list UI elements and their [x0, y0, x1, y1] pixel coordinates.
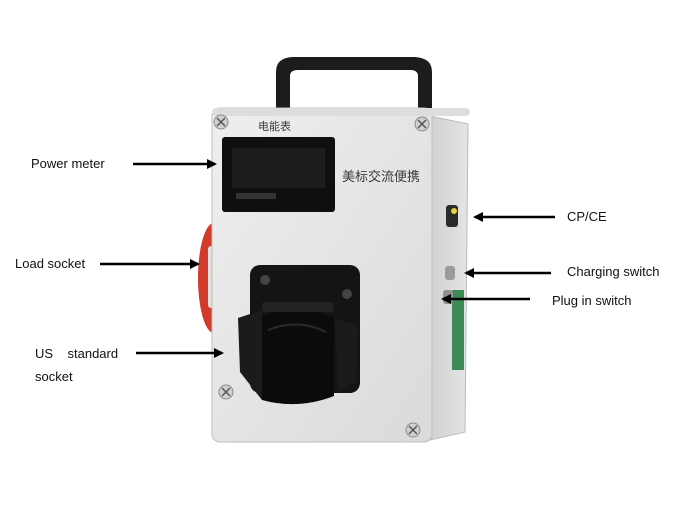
us-standard-socket: [238, 265, 360, 405]
label-cp-ce: CP/CE: [567, 209, 607, 224]
meter-caption: 电能表: [258, 120, 291, 133]
label-power-meter: Power meter: [31, 156, 105, 171]
charging-switch: [445, 266, 455, 280]
product-name: 美标交流便携: [342, 170, 421, 185]
label-load-socket: Load socket: [15, 256, 86, 271]
plug-in-switch: [443, 290, 453, 304]
label-us-standard: US standard: [35, 346, 119, 361]
corner-screw: [405, 422, 421, 438]
label-charging-switch: Charging switch: [567, 264, 660, 279]
corner-screw: [218, 384, 234, 400]
cp-ce-indicator: [446, 205, 458, 227]
side-label-sticker: [452, 290, 464, 370]
label-us-standard-socket: socket: [35, 369, 73, 384]
corner-screw: [213, 114, 229, 130]
corner-screw: [414, 116, 430, 132]
label-plug-in-switch: Plug in switch: [552, 293, 632, 308]
carry-handle: [276, 57, 432, 110]
